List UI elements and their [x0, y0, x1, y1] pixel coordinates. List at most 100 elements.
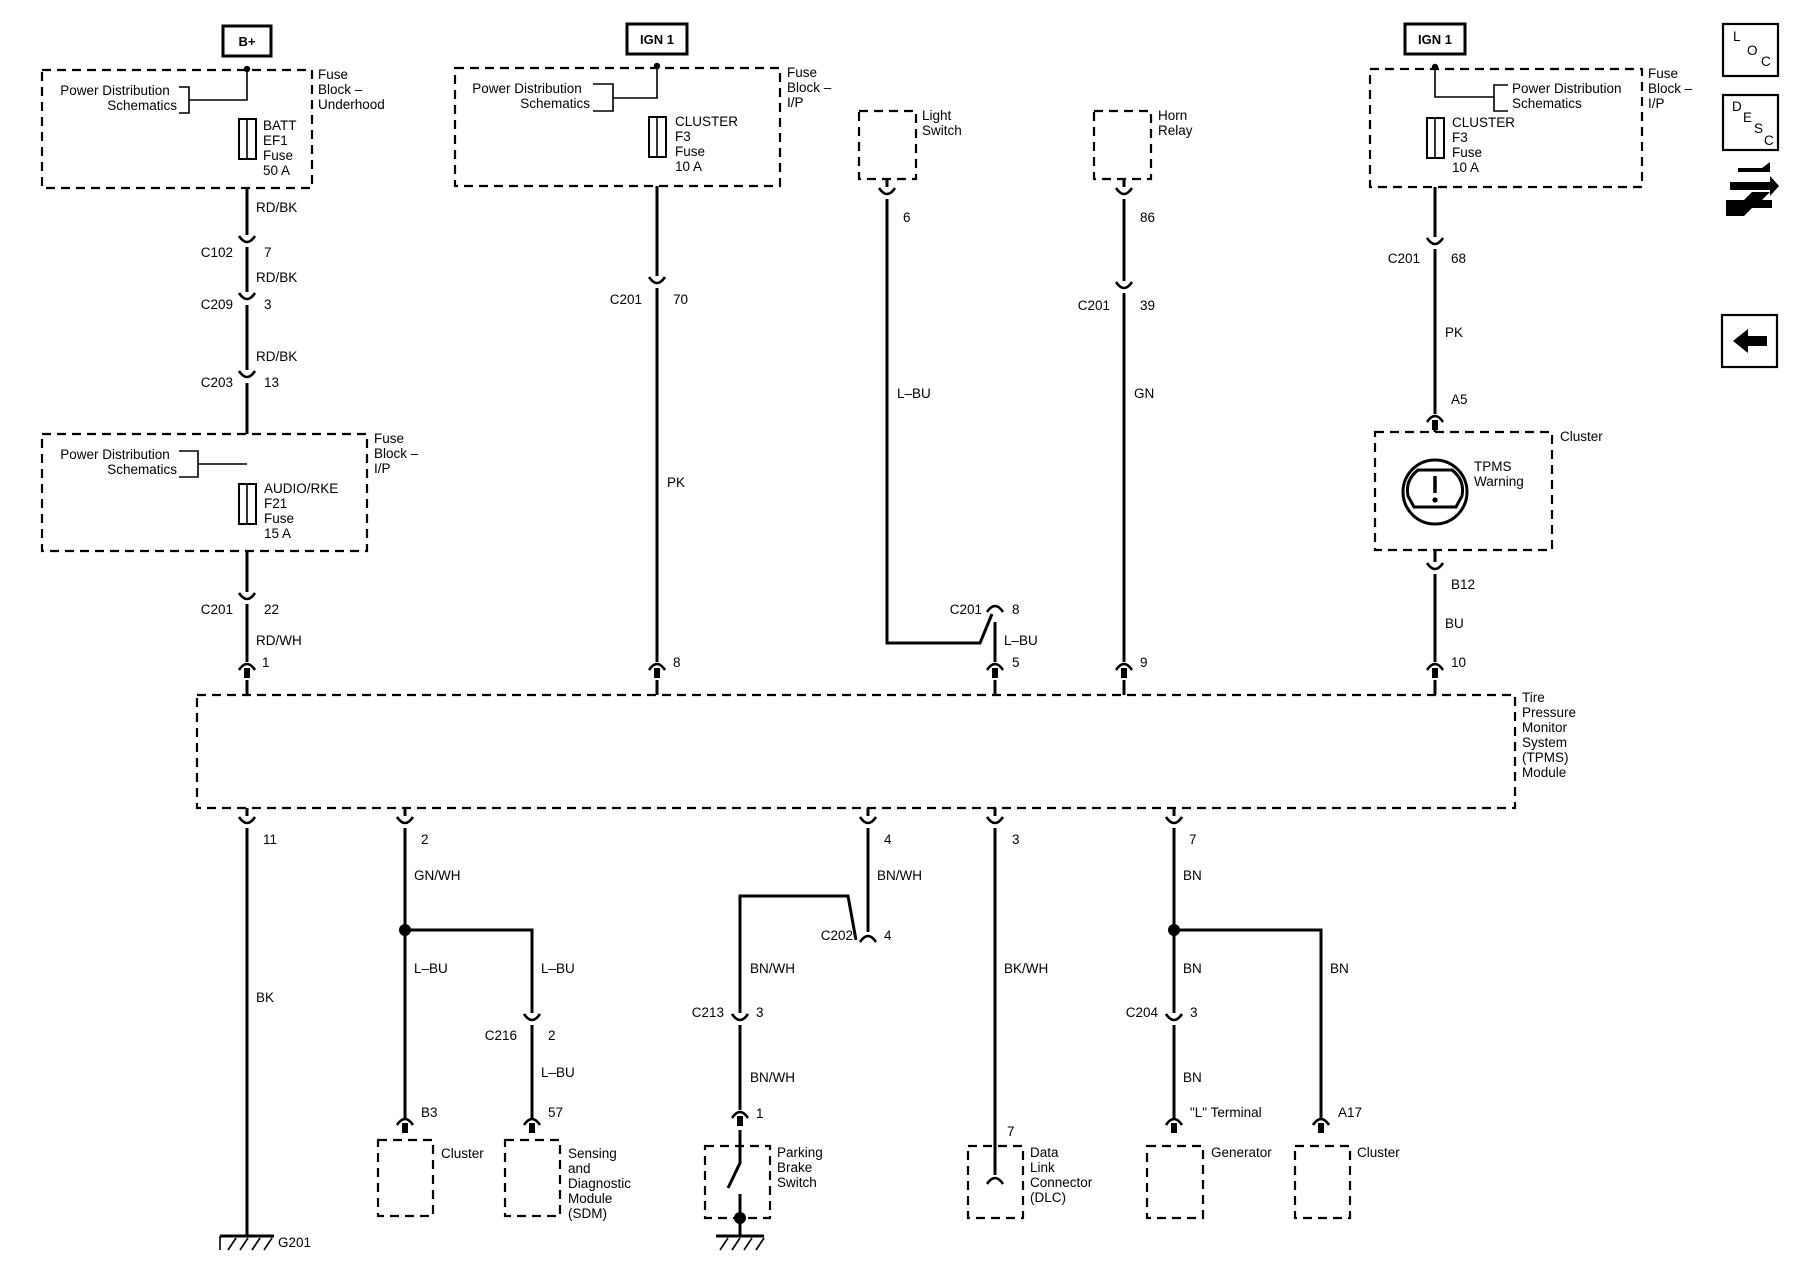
svg-text:BATT: BATT [263, 118, 297, 133]
svg-text:C201: C201 [201, 602, 233, 617]
svg-text:C213: C213 [692, 1005, 724, 1020]
svg-text:8: 8 [673, 655, 681, 670]
svg-text:10 A: 10 A [1452, 160, 1479, 175]
wire-bn: 7 BN BN BN C204 3 BN "L" Terminal A17 [1126, 808, 1362, 1120]
inline-connector [1425, 237, 1445, 246]
module-pin [1114, 662, 1134, 678]
svg-text:BK/WH: BK/WH [1004, 961, 1048, 976]
cluster-a17: Cluster [1293, 1144, 1400, 1220]
inline-connector [1164, 816, 1184, 825]
svg-text:Cluster: Cluster [1357, 1145, 1400, 1160]
svg-text:8: 8 [1012, 602, 1020, 617]
svg-text:Data: Data [1030, 1145, 1059, 1160]
ign1-left-label: IGN 1 [640, 32, 674, 47]
svg-text:Horn: Horn [1158, 108, 1187, 123]
connector-icon[interactable] [1726, 162, 1779, 216]
svg-text:CLUSTER: CLUSTER [1452, 115, 1515, 130]
svg-text:50 A: 50 A [263, 163, 290, 178]
svg-text:Fuse: Fuse [374, 431, 404, 446]
svg-text:10: 10 [1451, 655, 1466, 670]
svg-text:Link: Link [1030, 1160, 1055, 1175]
svg-text:BN/WH: BN/WH [750, 961, 795, 976]
svg-text:D: D [1732, 99, 1742, 114]
svg-text:(DLC): (DLC) [1030, 1190, 1066, 1205]
svg-text:1: 1 [756, 1106, 764, 1121]
svg-text:15 A: 15 A [264, 526, 291, 541]
svg-text:6: 6 [903, 210, 911, 225]
module-pin [985, 662, 1005, 678]
svg-text:RD/BK: RD/BK [256, 349, 297, 364]
svg-text:C: C [1764, 133, 1774, 148]
wire-column-b: PK C201 70 8 [610, 186, 688, 695]
wire-column-c: L–BU L–BU 6 C201 8 5 [885, 179, 1038, 695]
inline-connector [1164, 1013, 1184, 1022]
back-arrow-icon[interactable] [1720, 313, 1779, 369]
svg-text:L–BU: L–BU [414, 961, 448, 976]
svg-text:L–BU: L–BU [541, 1065, 575, 1080]
inline-connector [237, 235, 257, 244]
svg-text:"L" Terminal: "L" Terminal [1190, 1105, 1262, 1120]
horn-relay: Horn Relay [1092, 108, 1193, 181]
svg-text:RD/BK: RD/BK [256, 270, 297, 285]
module-pin [1425, 414, 1445, 430]
svg-text:(SDM): (SDM) [568, 1206, 607, 1221]
svg-text:Block –: Block – [318, 82, 363, 97]
svg-text:Fuse: Fuse [787, 65, 817, 80]
svg-text:BN/WH: BN/WH [750, 1070, 795, 1085]
svg-text:2: 2 [548, 1028, 556, 1043]
svg-text:F3: F3 [1452, 130, 1468, 145]
svg-text:Tire: Tire [1522, 690, 1545, 705]
svg-text:Schematics: Schematics [1512, 96, 1582, 111]
wire-gnwh: 2 GN/WH L–BU L–BU C216 2 L–BU B3 57 [399, 808, 575, 1120]
svg-text:Power Distribution: Power Distribution [60, 447, 170, 462]
module-pin [1425, 662, 1445, 678]
svg-text:Switch: Switch [922, 123, 962, 138]
svg-text:Fuse: Fuse [318, 67, 348, 82]
svg-text:I/P: I/P [787, 95, 804, 110]
svg-text:Schematics: Schematics [107, 462, 177, 477]
svg-text:C: C [1761, 54, 1771, 69]
c102-label: C102 [201, 245, 233, 260]
svg-text:Power Distribution: Power Distribution [1512, 81, 1622, 96]
svg-text:Power Distribution: Power Distribution [472, 81, 582, 96]
svg-text:Fuse: Fuse [1452, 145, 1482, 160]
svg-text:11: 11 [263, 832, 277, 847]
svg-text:System: System [1522, 735, 1567, 750]
desc-icon[interactable]: D E S C [1721, 93, 1780, 152]
wire-column-d: GN 86 C201 39 9 [1078, 179, 1155, 695]
svg-text:C203: C203 [201, 375, 233, 390]
module-pin [1164, 1117, 1184, 1133]
svg-text:39: 39 [1140, 298, 1155, 313]
svg-text:1: 1 [262, 655, 270, 670]
svg-text:E: E [1743, 110, 1752, 125]
module-pin [237, 662, 257, 678]
svg-text:C201: C201 [1078, 298, 1110, 313]
sdm-module: Sensing and Diagnostic Module (SDM) [503, 1138, 631, 1221]
svg-text:Light: Light [922, 108, 952, 123]
module-pin [522, 1117, 542, 1133]
wire-bk-ground: 11 BK G201 [219, 808, 311, 1251]
generator: Generator [1145, 1144, 1272, 1220]
inline-connector [395, 816, 415, 825]
svg-text:4: 4 [884, 928, 892, 943]
loc-icon[interactable]: L O C [1721, 22, 1780, 78]
svg-text:13: 13 [264, 375, 279, 390]
svg-text:O: O [1747, 43, 1758, 58]
svg-text:BN: BN [1183, 868, 1202, 883]
svg-text:PK: PK [667, 475, 685, 490]
svg-text:C204: C204 [1126, 1005, 1159, 1020]
svg-text:I/P: I/P [374, 461, 391, 476]
svg-text:C201: C201 [1388, 251, 1420, 266]
svg-text:CLUSTER: CLUSTER [675, 114, 738, 129]
ign1-left-source: IGN 1 [625, 22, 689, 56]
connector-glyphs [237, 187, 1445, 1185]
svg-text:GN/WH: GN/WH [414, 868, 461, 883]
svg-text:3: 3 [756, 1005, 764, 1020]
inline-connector [730, 1013, 750, 1022]
svg-text:Fuse: Fuse [263, 148, 293, 163]
dlc-connector: Data Link Connector (DLC) [966, 1144, 1093, 1220]
svg-text:4: 4 [884, 832, 892, 847]
inline-connector [1425, 562, 1445, 571]
svg-text:BN: BN [1183, 961, 1202, 976]
svg-text:S: S [1754, 121, 1763, 136]
